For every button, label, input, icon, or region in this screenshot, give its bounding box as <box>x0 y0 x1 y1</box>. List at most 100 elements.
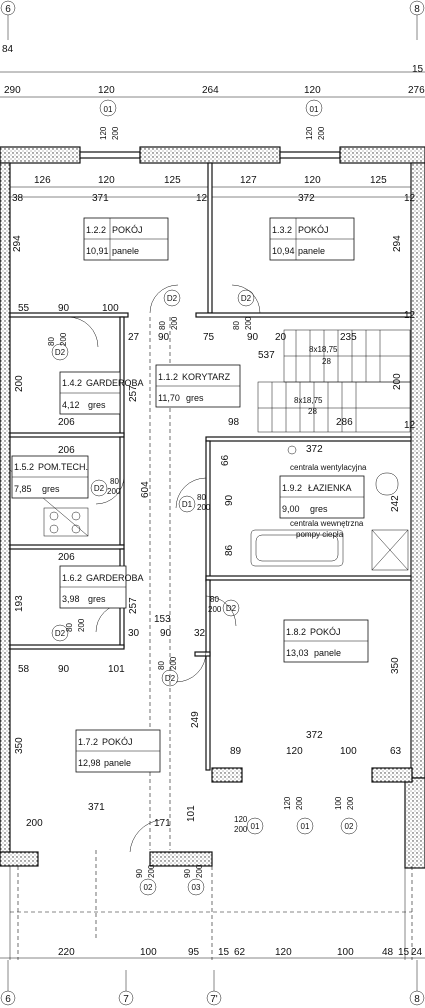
svg-text:58: 58 <box>18 664 30 675</box>
axis-label-bottom-4: 8 <box>414 994 420 1005</box>
dim-row3-2: 372 <box>298 193 315 204</box>
room-floor: panele <box>314 648 341 658</box>
svg-text:120: 120 <box>305 126 314 140</box>
room-number: 1.8.2 <box>286 627 306 637</box>
room-area: 13,03 <box>286 648 309 658</box>
svg-text:206: 206 <box>58 445 75 456</box>
svg-text:30: 30 <box>128 628 140 639</box>
room-area: 11,70 <box>158 393 180 403</box>
svg-text:12: 12 <box>404 420 416 431</box>
svg-text:120: 120 <box>286 746 303 757</box>
door-tag-1: D2 80 200 <box>158 289 181 330</box>
room-label-1-7-2: 1.7.2 POKÓJ 12,98 panele <box>75 729 161 773</box>
svg-text:200: 200 <box>317 126 326 140</box>
axis-label-bottom-3: 7' <box>210 994 218 1005</box>
svg-text:350: 350 <box>14 737 25 754</box>
window-tag-top-right: 01 120 200 <box>305 99 326 140</box>
svg-text:372: 372 <box>306 444 323 455</box>
svg-text:02: 02 <box>345 822 354 831</box>
room-name: ŁAZIENKA <box>308 483 352 493</box>
room-area: 10,91 <box>86 246 109 256</box>
svg-text:200: 200 <box>197 503 211 512</box>
equipment-notes: centrala wentylacyjna centrala wewnętrzn… <box>290 463 367 539</box>
axis-label-top-left: 6 <box>5 4 11 15</box>
svg-text:604: 604 <box>140 481 151 498</box>
svg-text:12: 12 <box>404 310 416 321</box>
svg-text:D2: D2 <box>241 294 252 303</box>
door-tag-bottom-1: 02 90 200 <box>135 864 157 896</box>
svg-text:350: 350 <box>390 657 401 674</box>
svg-text:63: 63 <box>390 746 402 757</box>
dim-top-3: 264 <box>202 85 219 96</box>
svg-text:80: 80 <box>65 623 74 632</box>
note-heat-pump-1: centrala wewnętrzna <box>290 519 364 528</box>
exterior-walls <box>0 146 425 869</box>
svg-text:200: 200 <box>107 487 121 496</box>
svg-text:D1: D1 <box>182 500 193 509</box>
svg-text:100: 100 <box>337 947 354 958</box>
svg-text:48: 48 <box>382 947 394 958</box>
door-tag-2: D2 80 200 <box>232 289 255 330</box>
dim-row2-1: 126 <box>34 175 51 186</box>
svg-text:120: 120 <box>283 796 292 810</box>
window-tag-bottom-3: 02 100 200 <box>334 796 358 835</box>
room-label-1-8-2: 1.8.2 POKÓJ 13,03 panele <box>283 619 369 663</box>
svg-text:257: 257 <box>128 385 139 402</box>
axis-label-top-right: 8 <box>414 4 420 15</box>
svg-text:101: 101 <box>186 805 197 822</box>
svg-text:80: 80 <box>47 337 56 346</box>
svg-text:101: 101 <box>108 664 125 675</box>
staircase: 8x18,75 28 8x18,75 28 <box>257 329 411 433</box>
room-number: 1.2.2 <box>86 225 106 235</box>
room-label-1-4-2: 1.4.2 GARDEROBA 4,12 gres <box>59 371 144 415</box>
door-swings <box>67 284 261 853</box>
room-area: 7,85 <box>14 484 32 494</box>
window-tag-bottom-1: 01 120 200 <box>234 815 264 835</box>
svg-text:15: 15 <box>398 947 410 958</box>
svg-text:200: 200 <box>392 373 403 390</box>
door-tag-4: D2 80 200 <box>90 477 121 497</box>
svg-text:90: 90 <box>183 869 192 878</box>
svg-text:90: 90 <box>247 332 259 343</box>
svg-text:90: 90 <box>160 628 172 639</box>
room-area: 3,98 <box>62 594 80 604</box>
svg-text:193: 193 <box>14 595 25 612</box>
svg-text:95: 95 <box>188 947 200 958</box>
svg-text:01: 01 <box>310 105 319 114</box>
svg-text:86: 86 <box>224 544 235 556</box>
svg-text:24: 24 <box>411 947 423 958</box>
room-name: GARDEROBA <box>86 573 144 583</box>
svg-text:100: 100 <box>340 746 357 757</box>
room-floor: gres <box>88 400 106 410</box>
room-name: POKÓJ <box>112 225 143 235</box>
interior-dimensions: 38 12 12 294 294 55 90 100 27 90 75 90 2… <box>12 193 416 829</box>
dim-top-1: 290 <box>4 85 21 96</box>
svg-text:200: 200 <box>111 126 120 140</box>
svg-text:75: 75 <box>203 332 215 343</box>
room-number: 1.9.2 <box>282 483 302 493</box>
room-name: POM.TECH. <box>38 462 88 472</box>
svg-text:206: 206 <box>58 552 75 563</box>
svg-text:90: 90 <box>58 303 70 314</box>
svg-text:200: 200 <box>26 818 43 829</box>
svg-text:120: 120 <box>234 815 248 824</box>
room-label-1-1-2: 1.1.2 KORYTARZ 11,70 gres <box>155 364 241 408</box>
svg-text:200: 200 <box>295 796 304 810</box>
room-area: 4,12 <box>62 400 80 410</box>
dim-edge-left: 84 <box>2 44 14 55</box>
svg-text:372: 372 <box>306 730 323 741</box>
room-number: 1.6.2 <box>62 573 82 583</box>
svg-text:200: 200 <box>208 605 222 614</box>
svg-text:200: 200 <box>195 864 204 878</box>
room-label-1-6-2: 1.6.2 GARDEROBA 3,98 gres <box>59 565 144 609</box>
svg-text:371: 371 <box>88 802 105 813</box>
svg-text:80: 80 <box>197 493 206 502</box>
room-label-1-2-2: 1.2.2 POKÓJ 10,91 panele <box>83 217 169 261</box>
svg-text:537: 537 <box>258 350 275 361</box>
svg-text:242: 242 <box>390 495 401 512</box>
svg-text:D2: D2 <box>165 674 176 683</box>
svg-text:D2: D2 <box>94 484 105 493</box>
room-number: 1.5.2 <box>14 462 34 472</box>
svg-text:120: 120 <box>99 126 108 140</box>
